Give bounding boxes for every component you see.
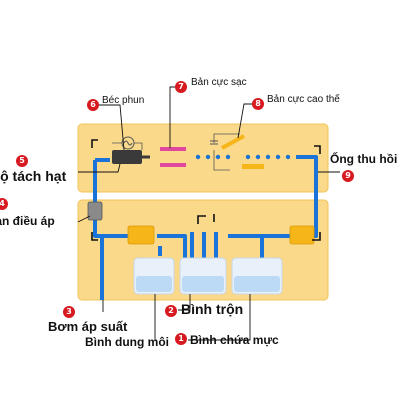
badge-return-pipe: 9 [342, 170, 354, 182]
charge-plate-bottom [160, 163, 186, 167]
arrow-icon [314, 145, 321, 154]
arrow-icon [91, 139, 98, 148]
badge-mixer: 2 [165, 305, 177, 317]
arrow-icon [197, 215, 206, 224]
badge-separator: 5 [16, 155, 28, 167]
label-solvent: Bình dung môi [85, 335, 169, 349]
label-hv-plate: Bản cực cao thế [267, 94, 340, 105]
label-nozzle: Béc phun [102, 95, 145, 106]
charge-plate-top [160, 147, 186, 151]
solvent-liquid [136, 276, 172, 292]
nozzle-body [112, 150, 142, 164]
droplet [255, 154, 261, 160]
label-regulator: Van điều áp [0, 214, 55, 228]
label-mixer: Bình trộn [181, 301, 244, 317]
hv-circuit-wires [213, 133, 240, 171]
leader-regulator [77, 215, 91, 223]
return-valve [289, 225, 315, 245]
droplet [225, 154, 231, 160]
pump-valve [127, 225, 155, 245]
ink-liquid [234, 276, 280, 292]
label-ink: Bình chứa mực [190, 333, 279, 347]
pressure-regulator [87, 201, 103, 221]
droplet [285, 154, 291, 160]
arrow-icon [91, 232, 98, 241]
hv-plate [221, 134, 245, 150]
badge-pump: 3 [63, 306, 75, 318]
label-charge-plate: Bản cực sạc [191, 77, 247, 88]
badge-charge-plate: 7 [175, 81, 187, 93]
oscillator-wave [123, 140, 133, 146]
leader-mixer [178, 294, 191, 311]
badge-regulator: 4 [0, 198, 8, 210]
droplet [195, 154, 201, 160]
solvent-tank [133, 257, 175, 295]
leader-ink [188, 294, 251, 341]
badge-hv-plate: 8 [252, 98, 264, 110]
droplet-stream [195, 154, 291, 160]
droplet [265, 154, 271, 160]
ink-pipes [93, 155, 318, 300]
pump-to-mixer-pipe [157, 234, 187, 262]
droplet [245, 154, 251, 160]
leader-separator [78, 163, 121, 173]
droplet [205, 154, 211, 160]
flow-arrows [91, 139, 321, 241]
printhead-panel [77, 123, 329, 193]
droplet [215, 154, 221, 160]
badge-nozzle: 6 [87, 99, 99, 111]
label-separator: Bộ tách hạt [0, 168, 67, 184]
arrow-icon [312, 232, 321, 241]
mixer-liquid [182, 276, 224, 292]
droplet [275, 154, 281, 160]
label-pump: Bơm áp suất [48, 319, 128, 334]
badge-ink: 1 [175, 333, 187, 345]
oscillator-wires [112, 142, 143, 150]
ink-tank [231, 257, 283, 295]
hv-plate-base [242, 164, 264, 169]
mixer-tank [179, 257, 227, 295]
label-return-pipe: Ống thu hồi [330, 152, 398, 166]
leader-nozzle [97, 104, 125, 151]
leader-lines [77, 86, 340, 341]
